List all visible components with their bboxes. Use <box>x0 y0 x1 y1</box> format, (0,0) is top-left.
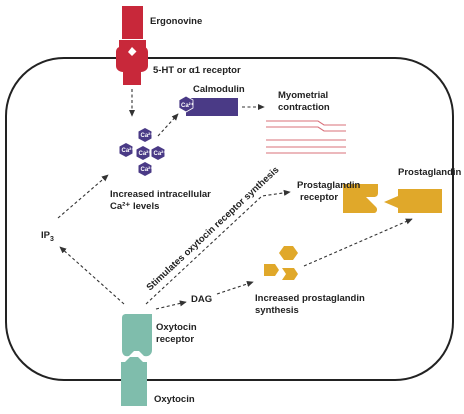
prostaglandin-molecule <box>384 189 442 213</box>
myometrial-label-line2: contraction <box>278 102 330 113</box>
oxytocin-receptor <box>122 314 152 357</box>
dag-label: DAG <box>191 294 212 305</box>
prostaglandin-fragment-1 <box>279 246 298 260</box>
calmodulin-block <box>186 98 238 116</box>
ip3-text: IP <box>41 230 51 241</box>
myometrial-filaments <box>266 120 346 154</box>
ergonovine-label: Ergonovine <box>150 16 202 27</box>
prostaglandin-receptor-label-line1: Prostaglandin <box>297 180 361 191</box>
prostaglandin-cluster <box>264 246 298 280</box>
5ht-alpha1-receptor <box>116 46 148 85</box>
arrow-dag-to-synthesis <box>216 281 254 295</box>
increased-pg-label-line2: synthesis <box>255 305 299 316</box>
ca-badge-2: Ca²⁺ <box>122 147 135 154</box>
prostaglandin-label: Prostaglandin <box>398 167 462 178</box>
filament-1 <box>266 120 346 126</box>
calcium-ion-3 <box>136 146 150 160</box>
ca-badge-1: Ca²⁺ <box>141 132 154 139</box>
ca-badge-3: Ca²⁺ <box>139 150 152 157</box>
calmodulin-calcium-ion <box>178 95 194 113</box>
calcium-ions <box>119 128 165 176</box>
filament-2 <box>266 126 346 132</box>
calcium-ion-4 <box>151 146 165 160</box>
increased-pg-label-line1: Increased prostaglandin <box>255 293 365 304</box>
calcium-ion-5 <box>138 162 152 176</box>
calcium-ion-2 <box>119 143 133 157</box>
prostaglandin-fragment-3 <box>282 268 298 280</box>
calcium-ion-1 <box>138 128 152 142</box>
ergonovine-receptor-complex <box>116 6 148 85</box>
cell-membrane <box>5 57 454 381</box>
prostaglandin-receptor <box>343 184 378 213</box>
myometrial-label-line1: Myometrial <box>278 90 328 101</box>
prostaglandin-fragment-2 <box>264 264 279 276</box>
arrow-receptor-synthesis <box>145 189 291 305</box>
calmodulin-label: Calmodulin <box>193 84 245 95</box>
oxytocin-label: Oxytocin <box>154 394 195 405</box>
ca-badge-5: Ca²⁺ <box>141 166 154 173</box>
increased-ca-label-line1: Increased intracellular <box>110 189 211 200</box>
prostaglandin-receptor-label-line2: receptor <box>300 192 338 203</box>
ip3-label: IP3 <box>41 230 54 243</box>
increased-ca-label-line2: Ca²⁺ levels <box>110 201 159 212</box>
oxytocin-ligand <box>121 357 147 406</box>
oxytocin-receptor-label-line2: receptor <box>156 334 194 345</box>
ergonovine-ligand <box>122 6 143 39</box>
calmodulin-ca-badge: Ca²⁺ <box>181 102 194 109</box>
arrow-calcium-to-calmodulin <box>157 113 179 137</box>
receptor-5ht-label: 5-HT or α1 receptor <box>153 65 241 76</box>
ca-badge-4: Ca²⁺ <box>154 150 167 157</box>
oxytocin-receptor-label-line1: Oxytocin <box>156 322 197 333</box>
ip3-subscript: 3 <box>50 236 54 243</box>
